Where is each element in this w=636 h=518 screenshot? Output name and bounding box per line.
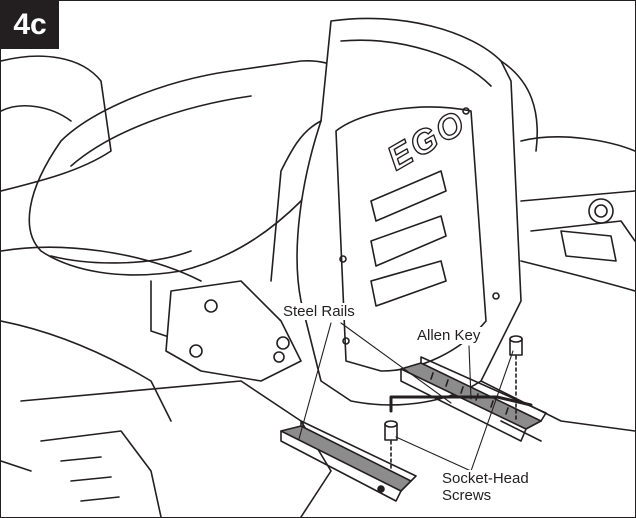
- right-body: [480, 136, 635, 442]
- deck-floor: [1, 380, 332, 517]
- socket-head-screw-left: [384, 420, 398, 472]
- allen-key: [389, 395, 533, 413]
- leader-lines: [298, 322, 514, 472]
- screws-label-line2: Screws: [440, 487, 531, 504]
- seat-back: [270, 17, 539, 406]
- seat-bracket: [165, 280, 302, 382]
- step-badge: 4c: [1, 1, 59, 49]
- allen-key-label: Allen Key: [415, 327, 483, 344]
- socket-head-screws-label: Socket-Head Screws: [438, 470, 533, 504]
- left-steel-rail: [280, 420, 417, 502]
- screws-label-line1: Socket-Head: [440, 470, 531, 487]
- left-fender: [1, 55, 202, 422]
- steel-rails-label: Steel Rails: [281, 303, 357, 320]
- socket-head-screw-right: [509, 335, 523, 422]
